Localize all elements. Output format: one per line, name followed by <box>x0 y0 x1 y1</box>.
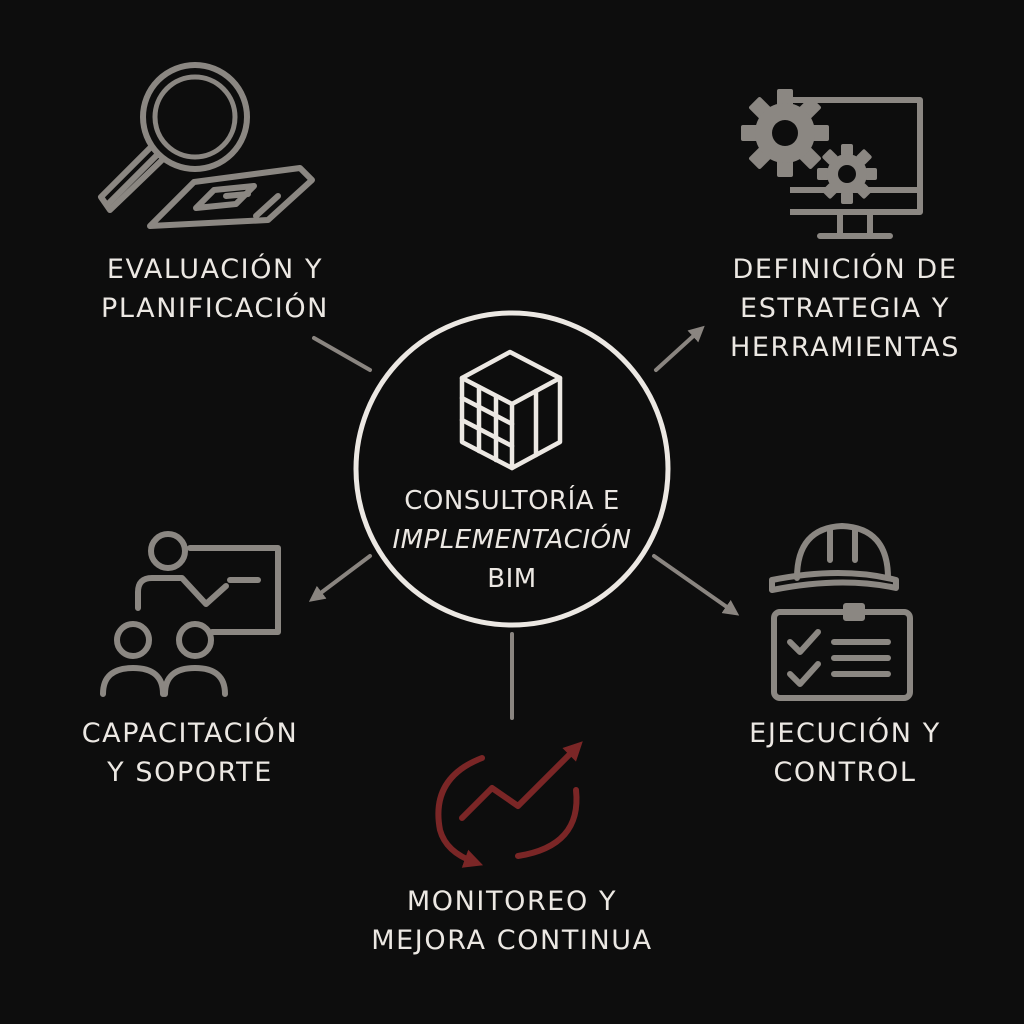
node-label-capacitacion-line1: CAPACITACIÓN <box>81 718 299 749</box>
connector-ejecucion <box>652 554 740 616</box>
node-label-monitoreo-line1: MONITOREO Y <box>406 886 618 917</box>
center-label-line3: BIM <box>487 564 537 594</box>
node-label-evaluacion-line2: PLANIFICACIÓN <box>101 293 329 324</box>
node-label-capacitacion: CAPACITACIÓN Y SOPORTE <box>50 714 330 792</box>
node-label-capacitacion-line2: Y SOPORTE <box>107 757 273 788</box>
node-label-evaluacion-line1: EVALUACIÓN Y <box>106 254 324 285</box>
node-label-definicion: DEFINICIÓN DE ESTRATEGIA Y HERRAMIENTAS <box>700 250 990 367</box>
node-label-ejecucion-line2: CONTROL <box>773 757 917 788</box>
connectors <box>308 325 740 720</box>
connector-definicion <box>654 325 705 372</box>
gears-monitor-icon <box>741 89 923 239</box>
connector-capacitacion <box>308 554 372 602</box>
center-label: CONSULTORÍA E IMPLEMENTACIÓN BIM <box>362 482 662 599</box>
connector-evaluacion <box>312 336 372 372</box>
cube-icon <box>459 349 563 471</box>
node-label-ejecucion-line1: EJECUCIÓN Y <box>749 718 941 749</box>
node-label-definicion-line2: ESTRATEGIA Y <box>740 293 950 324</box>
node-label-monitoreo-line2: MEJORA CONTINUA <box>371 925 653 956</box>
node-label-monitoreo: MONITOREO Y MEJORA CONTINUA <box>340 882 684 960</box>
node-label-evaluacion: EVALUACIÓN Y PLANIFICACIÓN <box>70 250 360 328</box>
node-label-ejecucion: EJECUCIÓN Y CONTROL <box>705 714 985 792</box>
magnifier-blueprint-icon <box>98 62 315 229</box>
training-presentation-icon <box>100 531 281 697</box>
center-label-line2: IMPLEMENTACIÓN <box>392 525 632 555</box>
helmet-checklist-icon <box>769 523 913 701</box>
node-label-definicion-line3: HERRAMIENTAS <box>730 332 960 363</box>
center-label-line1: CONSULTORÍA E <box>404 486 620 516</box>
cycle-growth-icon <box>435 741 583 868</box>
node-label-definicion-line1: DEFINICIÓN DE <box>732 254 958 285</box>
